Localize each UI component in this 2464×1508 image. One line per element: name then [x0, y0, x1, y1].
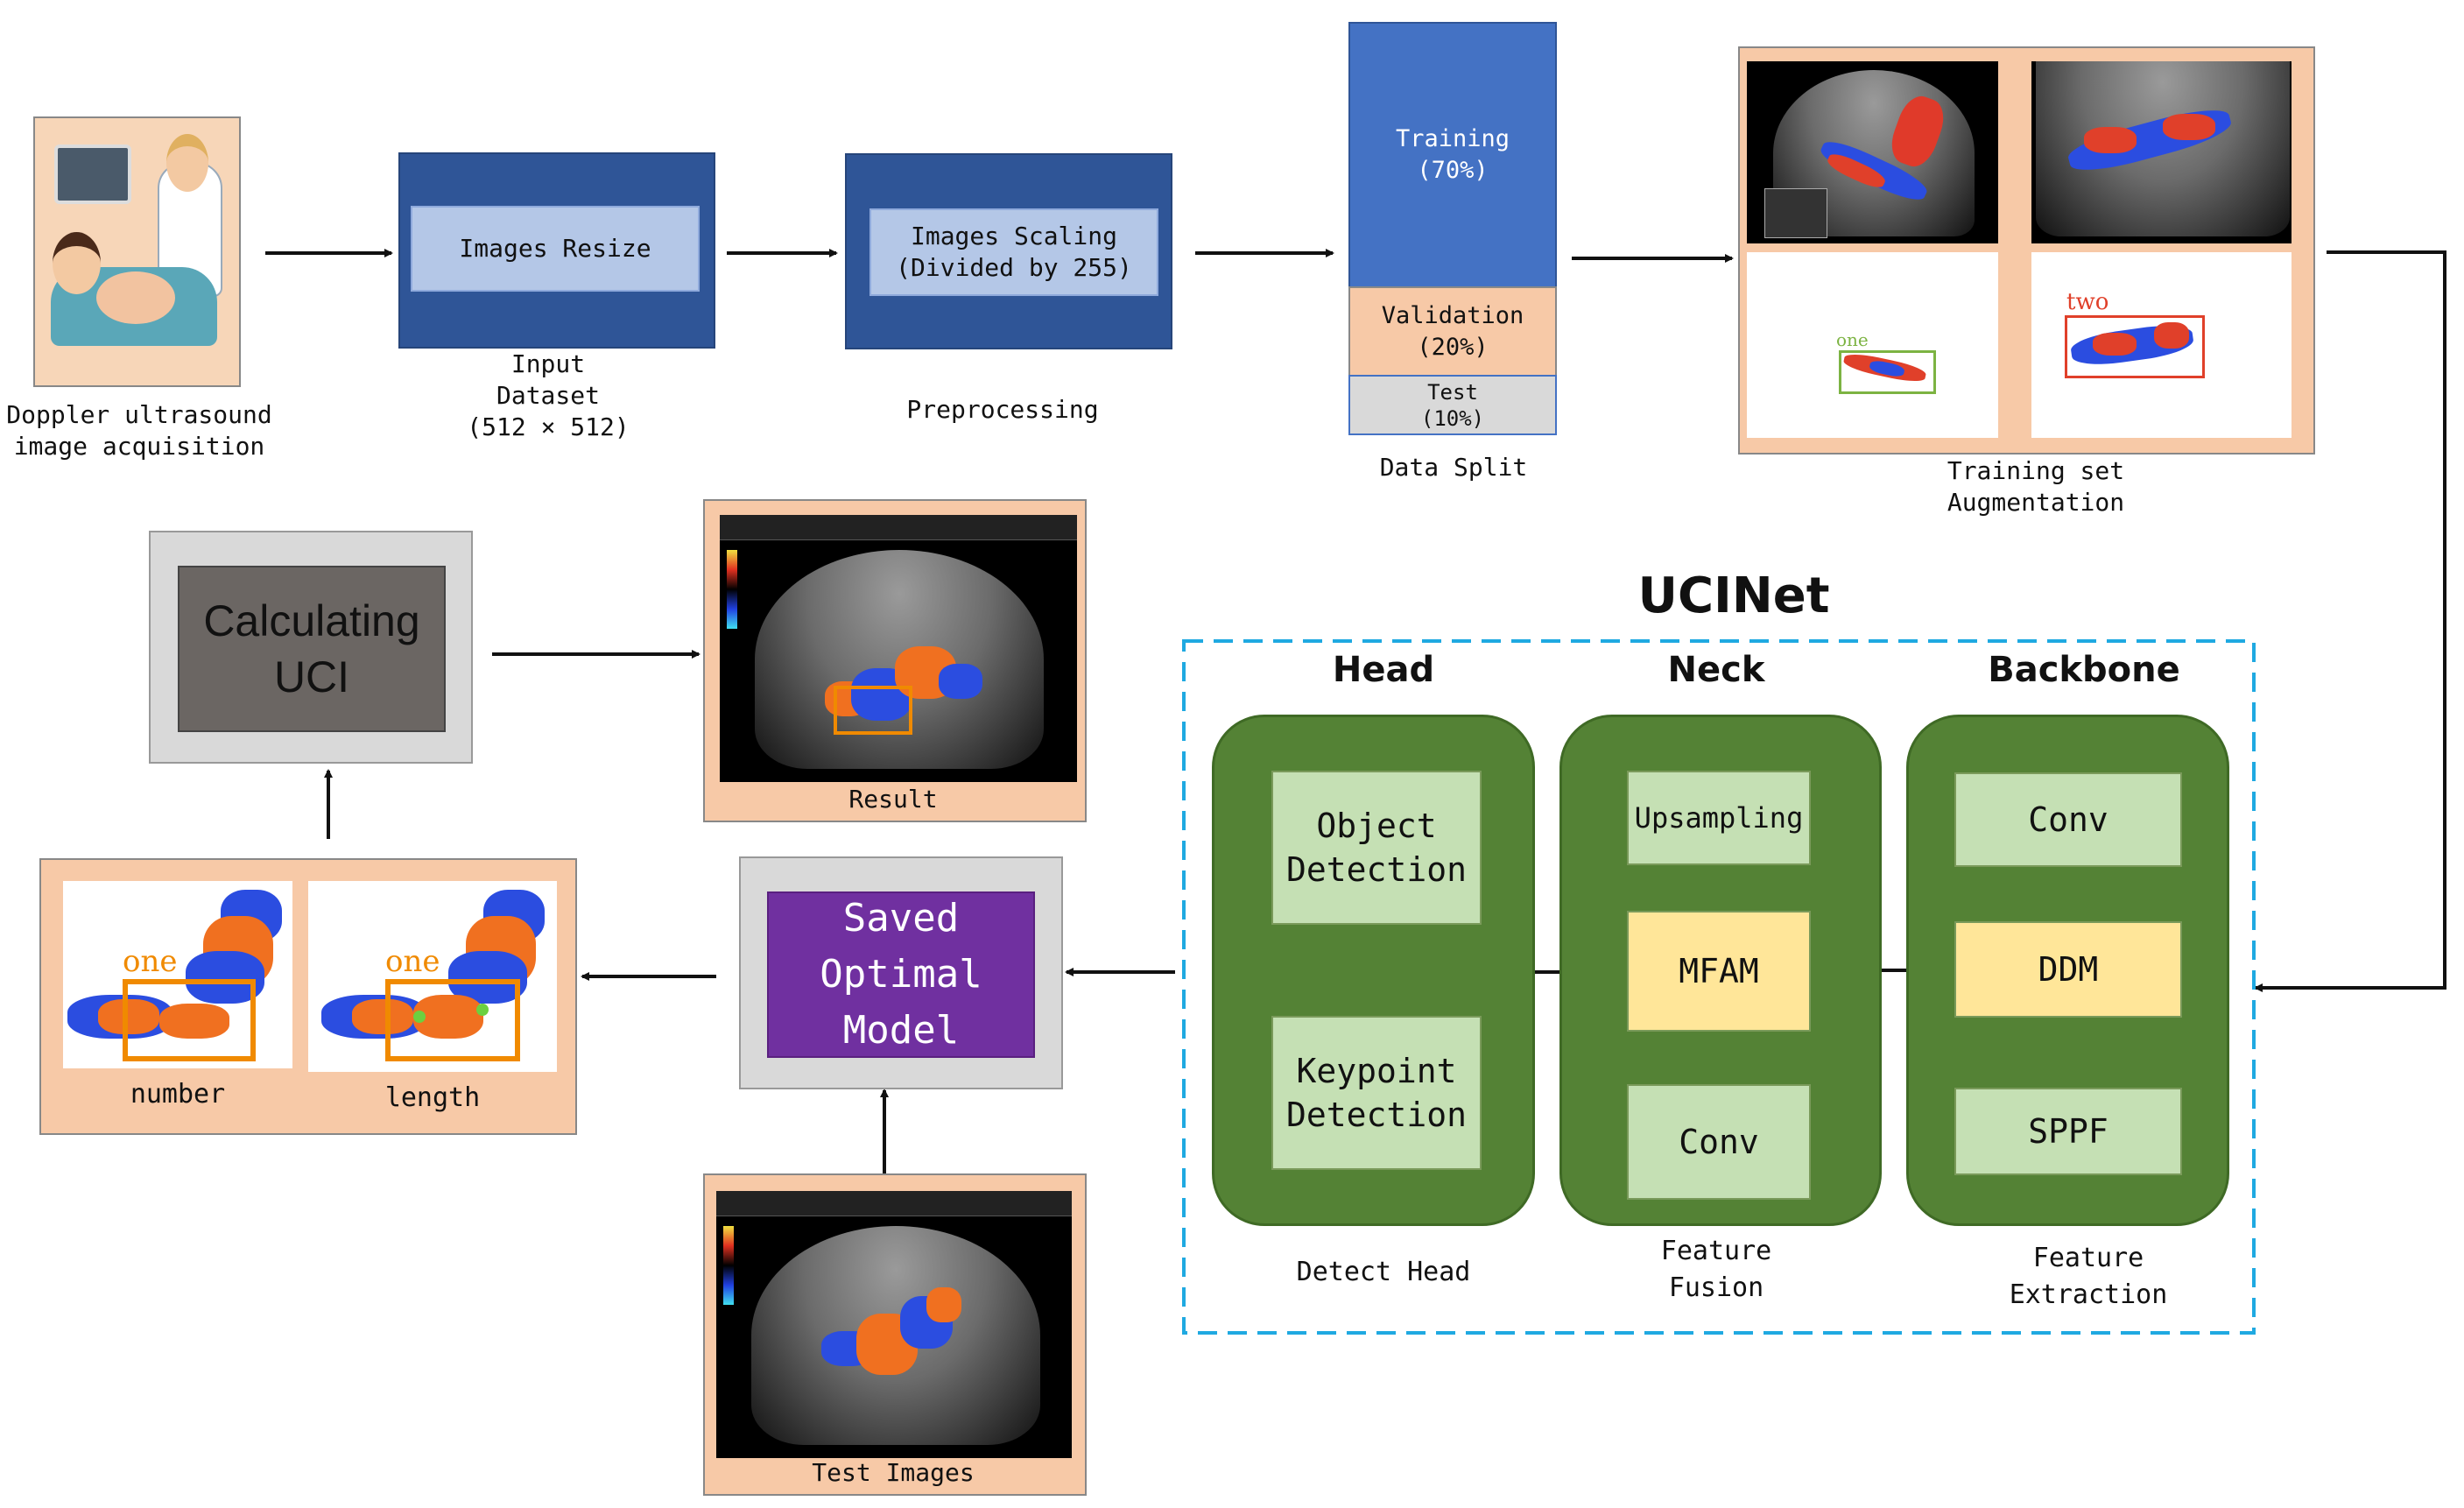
module-keypoint-detection: Keypoint Detection: [1271, 1016, 1482, 1170]
measure-bbox-number: [123, 979, 256, 1061]
split-caption: Data Split: [1379, 453, 1528, 482]
acquisition-caption: Doppler ultrasound image acquisition: [6, 400, 272, 461]
augmentation-caption: Training set Augmentation: [1947, 456, 2125, 517]
augment-ultrasound-2: [2031, 61, 2292, 243]
neck-title: Neck: [1667, 650, 1765, 690]
module-sppf: SPPF: [1954, 1088, 2182, 1175]
saved-model-label: Saved Optimal Model: [820, 896, 982, 1053]
head-caption: Detect Head: [1296, 1257, 1471, 1287]
ucinet-dashed-frame: [1182, 639, 2256, 1335]
split-validation: Validation (20%): [1348, 286, 1557, 377]
result-caption: Result: [848, 785, 938, 814]
module-neck-conv: Conv: [1627, 1084, 1811, 1200]
neck-caption: Feature Fusion: [1660, 1236, 1772, 1303]
backbone-caption: Feature Extraction: [2009, 1243, 2168, 1310]
module-upsampling: Upsampling: [1627, 771, 1811, 865]
split-test-label: Test (10%): [1420, 379, 1485, 431]
patient-head: [53, 232, 101, 294]
measure-bbox-length: [385, 979, 520, 1061]
tag-two: two: [2066, 289, 2109, 315]
split-training: Training (70%): [1348, 22, 1557, 288]
measure-length-caption: length: [384, 1082, 481, 1113]
backbone-title: Backbone: [1988, 650, 2180, 690]
bbox-two: [2065, 315, 2205, 378]
module-object-detection: Object Detection: [1271, 771, 1482, 925]
augment-tile-two: two: [2031, 252, 2292, 438]
scaling-label: Images Scaling (Divided by 255): [869, 208, 1158, 296]
test-ultrasound: [716, 1191, 1072, 1458]
preprocessing-caption: Preprocessing: [906, 395, 1099, 424]
patient-belly: [96, 271, 175, 324]
ucinet-title: UCINet: [1637, 567, 1830, 624]
measure-tag-number: one: [123, 944, 178, 979]
result-bbox: [834, 686, 912, 735]
module-mfam: MFAM: [1627, 911, 1811, 1032]
arrow-augment-to-backbone: [2254, 250, 2446, 992]
head-title: Head: [1332, 650, 1435, 690]
split-validation-label: Validation (20%): [1381, 301, 1524, 361]
input-caption: Input Dataset (512 × 512): [467, 349, 630, 441]
measure-tile-number: one: [63, 881, 292, 1068]
split-training-label: Training (70%): [1395, 125, 1510, 184]
module-backbone-conv: Conv: [1954, 772, 2182, 867]
tag-one: one: [1836, 329, 1869, 350]
monitor-icon: [54, 144, 131, 204]
calc-label: Calculating UCI: [203, 596, 420, 701]
augment-ultrasound-1: [1747, 61, 1998, 243]
split-test: Test (10%): [1348, 375, 1557, 435]
bbox-one: [1839, 350, 1936, 394]
resize-label: Images Resize: [411, 206, 700, 292]
calc-block: Calculating UCI: [178, 566, 446, 732]
doctor-head: [166, 134, 208, 192]
augment-tile-one: one: [1747, 252, 1998, 438]
result-ultrasound: [720, 515, 1077, 782]
measure-number-caption: number: [130, 1079, 226, 1110]
measure-tile-length: one: [308, 881, 557, 1072]
acquisition-illustration: [33, 116, 241, 387]
module-ddm: DDM: [1954, 921, 2182, 1018]
measure-tag-length: one: [385, 944, 440, 979]
test-images-caption: Test Images: [812, 1458, 975, 1487]
saved-model-block: Saved Optimal Model: [767, 891, 1035, 1058]
